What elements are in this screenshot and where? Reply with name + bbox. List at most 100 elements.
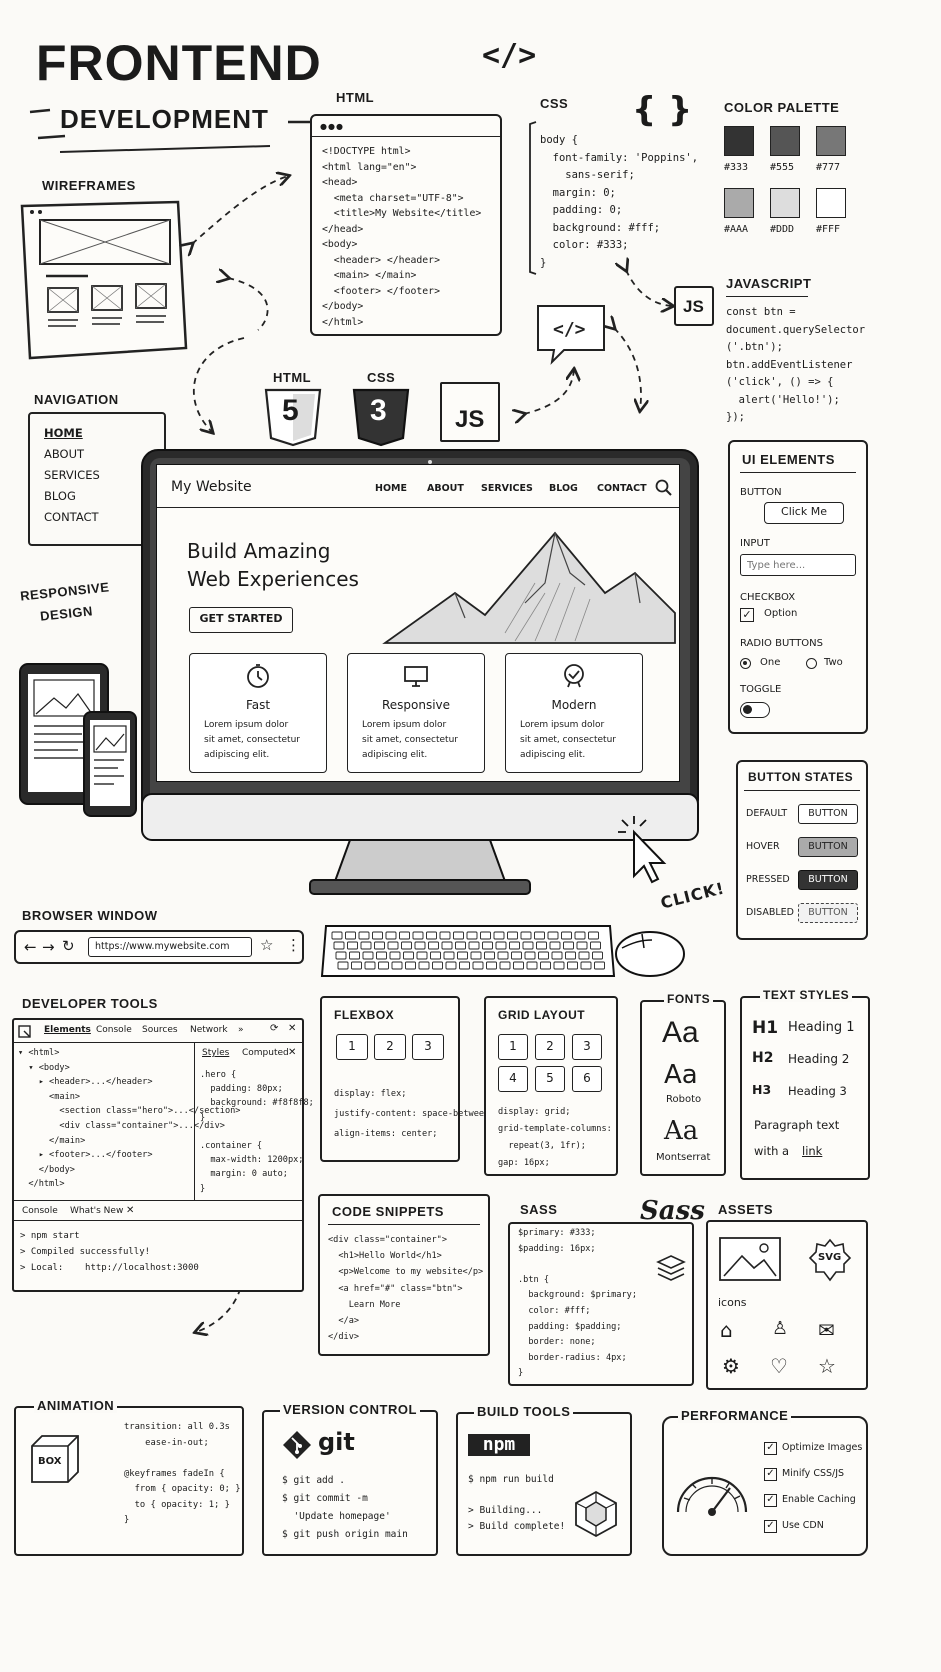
perf-checkbox[interactable]: ✓ xyxy=(764,1520,777,1533)
code-line: <header> </header> xyxy=(322,254,440,266)
feature-card-title: Responsive xyxy=(381,698,451,712)
perf-checkbox[interactable]: ✓ xyxy=(764,1494,777,1507)
code-line: <footer> </footer> xyxy=(322,285,440,297)
code-line xyxy=(468,1488,565,1504)
site-nav-about[interactable]: ABOUT xyxy=(427,483,464,494)
styles-tab-0[interactable]: Styles xyxy=(202,1048,230,1058)
site-logo[interactable]: My Website xyxy=(171,479,252,495)
perf-item-label: Use CDN xyxy=(782,1520,824,1531)
toggle-switch[interactable] xyxy=(740,702,770,718)
console-tab-1[interactable]: What's New xyxy=(70,1206,124,1216)
styles-close-icon[interactable]: ✕ xyxy=(288,1047,297,1058)
text-style-tag: H2 xyxy=(752,1050,774,1066)
code-line xyxy=(200,1125,314,1139)
feature-card-text: adipiscing elit. xyxy=(204,750,270,760)
git-logo-text: git xyxy=(318,1428,355,1456)
icons-label: icons xyxy=(718,1296,747,1309)
code-snippets-label: CODE SNIPPETS xyxy=(332,1204,444,1219)
site-nav-blog[interactable]: BLOG xyxy=(549,483,578,494)
nav-item-blog[interactable]: BLOG xyxy=(44,489,76,503)
devtools-tab-2[interactable]: Sources xyxy=(142,1025,178,1035)
code-line: <a href="#" class="btn"> xyxy=(328,1283,463,1294)
text-style-heading: Heading 3 xyxy=(788,1084,847,1098)
code-line: <title>My Website</title> xyxy=(322,208,482,219)
code-line: </head> xyxy=(322,223,364,235)
get-started-button[interactable]: GET STARTED xyxy=(189,607,293,633)
console-close-icon[interactable]: ✕ xyxy=(126,1205,135,1216)
npm-logo: npm xyxy=(468,1434,530,1456)
site-nav-home[interactable]: HOME xyxy=(375,483,407,494)
back-arrow-icon[interactable]: ← xyxy=(24,938,37,956)
animation-box-icon xyxy=(31,1435,79,1483)
devtools-tab-1[interactable]: Console xyxy=(96,1025,132,1035)
color-swatch xyxy=(724,188,754,218)
inspect-icon[interactable] xyxy=(18,1025,32,1039)
svg-badge-text: SVG xyxy=(818,1252,842,1263)
star-icon: ☆ xyxy=(818,1354,836,1378)
svg-badge-icon xyxy=(808,1238,852,1282)
fonts-label: FONTS xyxy=(664,992,714,1006)
devtools-tab-0[interactable]: Elements xyxy=(44,1025,91,1035)
code-line: margin: 0 auto; xyxy=(200,1169,288,1180)
click-me-button[interactable]: Click Me xyxy=(764,502,844,524)
code-line: padding: $padding; xyxy=(518,1321,622,1332)
devtools-tab-3[interactable]: Network xyxy=(190,1025,228,1035)
devtools-dock-icon[interactable]: ⟳ xyxy=(270,1023,279,1034)
html-panel-label: HTML xyxy=(336,90,375,105)
devtools-tab-4[interactable]: » xyxy=(238,1025,244,1035)
badge-check-icon xyxy=(562,664,586,688)
animation-code: transition: all 0.3s ease-in-out; @keyfr… xyxy=(124,1420,241,1529)
nav-item-contact[interactable]: CONTACT xyxy=(44,510,99,524)
text-style-heading: Heading 1 xyxy=(788,1020,855,1035)
color-palette-label: COLOR PALETTE xyxy=(724,100,840,115)
mail-icon: ✉ xyxy=(818,1318,835,1342)
code-line: font-family: 'Poppins', xyxy=(540,151,699,164)
code-line: ▸ <header>...</header> xyxy=(18,1077,153,1088)
grid-cell: 3 xyxy=(572,1034,602,1060)
code-line: } xyxy=(518,1368,524,1379)
site-nav-contact[interactable]: CONTACT xyxy=(597,483,647,494)
code-line: </div> xyxy=(328,1332,360,1343)
code-line: <main> xyxy=(18,1091,81,1102)
nav-item-services[interactable]: SERVICES xyxy=(44,468,100,482)
perf-checkbox[interactable]: ✓ xyxy=(764,1468,777,1481)
refresh-icon[interactable]: ↻ xyxy=(62,937,75,955)
search-icon[interactable] xyxy=(655,479,673,497)
nav-item-home[interactable]: HOME xyxy=(44,426,83,440)
site-nav-services[interactable]: SERVICES xyxy=(481,483,533,494)
console-tab-0[interactable]: Console xyxy=(22,1206,58,1216)
git-logo-icon xyxy=(283,1431,311,1459)
speedometer-icon xyxy=(676,1476,748,1516)
performance-label: PERFORMANCE xyxy=(678,1408,792,1423)
styles-pane: .hero { padding: 80px; background: #f8f8… xyxy=(200,1068,314,1196)
forward-arrow-icon[interactable]: → xyxy=(42,938,55,956)
code-line: gap: 16px; xyxy=(498,1158,550,1168)
code-line: $padding: 16px; xyxy=(518,1243,596,1254)
radio-one[interactable] xyxy=(740,658,751,669)
state-button-pressed[interactable]: BUTTON xyxy=(798,870,858,890)
kebab-menu-icon[interactable]: ⋮ xyxy=(286,936,301,954)
link-text[interactable]: link xyxy=(802,1144,823,1158)
nav-item-about[interactable]: ABOUT xyxy=(44,447,85,461)
devtools-close-icon[interactable]: ✕ xyxy=(288,1023,297,1034)
state-button-default[interactable]: BUTTON xyxy=(798,804,858,824)
code-line: margin: 0; xyxy=(540,186,616,199)
code-line: max-width: 1200px; xyxy=(200,1155,304,1166)
color-swatch-label: #555 xyxy=(770,162,795,173)
main-title: FRONTEND DEVELOPMENT xyxy=(29,22,340,153)
state-button-disabled[interactable]: BUTTON xyxy=(798,903,858,923)
type-here-input[interactable] xyxy=(740,554,856,576)
radio-two[interactable] xyxy=(806,658,817,669)
code-line: <div class="container"> xyxy=(328,1235,447,1245)
address-bar[interactable]: https://www.mywebsite.com xyxy=(88,937,252,957)
perf-checkbox[interactable]: ✓ xyxy=(764,1442,777,1455)
css3-label: CSS xyxy=(367,370,396,385)
option-checkbox[interactable]: ✓ xyxy=(740,608,754,622)
styles-tab-1[interactable]: Computed xyxy=(242,1048,289,1058)
state-button-hover[interactable]: BUTTON xyxy=(798,837,858,857)
build-commands: $ npm run build > Building...> Build com… xyxy=(468,1472,565,1534)
bookmark-star-icon[interactable]: ☆ xyxy=(260,936,274,954)
